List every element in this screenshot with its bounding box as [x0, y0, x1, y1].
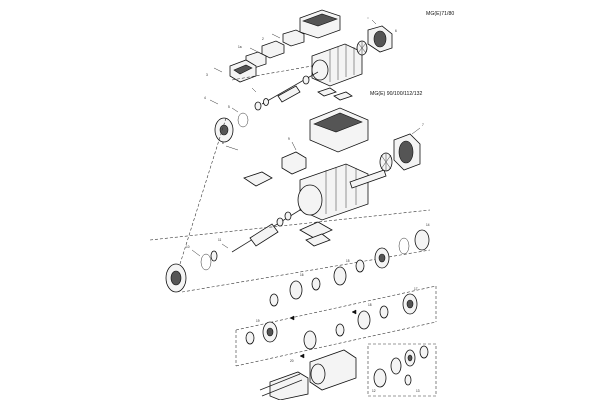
label-pump-c: 16 — [300, 273, 304, 277]
bearing-lower-b — [284, 211, 292, 221]
label-upper-f: 5 — [228, 105, 230, 109]
rotor-upper — [277, 85, 301, 103]
stage-top-1 — [414, 229, 430, 251]
fan-cover-grille-lower — [398, 140, 414, 164]
flange-lower-hub — [170, 270, 182, 286]
fan-cover-grille-upper — [373, 30, 387, 48]
guide-line-pump-bottom — [235, 321, 437, 367]
guide-line-upper — [231, 65, 313, 81]
pump-sleeve-end — [310, 363, 326, 385]
label-upper-g: 6 — [395, 29, 397, 33]
label-detail-b: 13 — [416, 389, 420, 393]
mounting-plate-b — [305, 233, 331, 247]
stage-top-3-hub — [378, 253, 386, 263]
detail-part-4 — [419, 345, 429, 359]
label-pump-f: 19 — [256, 319, 260, 323]
module-lower-a — [281, 151, 307, 175]
bolts — [289, 309, 357, 359]
seal-lower — [210, 250, 218, 262]
tie-rods — [259, 373, 303, 397]
rotor-lower — [249, 223, 279, 247]
detail-part-5 — [404, 374, 412, 386]
cooling-fins-lower — [325, 164, 357, 214]
stage-mid-7 — [245, 331, 255, 345]
stage-mid-4 — [335, 323, 345, 337]
fan-blades-upper — [357, 41, 367, 55]
stage-top-8 — [269, 293, 279, 307]
label-upper-a: ○ — [367, 16, 369, 20]
label-pump-a: 14 — [426, 223, 430, 227]
bracket-upper-a — [317, 87, 337, 97]
bearing-upper-c — [302, 75, 310, 85]
detail-inset-frame — [367, 343, 437, 397]
stage-mid-6-hub — [266, 327, 274, 337]
detail-part-3-hub — [407, 354, 413, 362]
pump-base — [269, 371, 309, 400]
bracket-upper-b — [333, 91, 353, 101]
label-upper-b: 1a — [238, 45, 242, 49]
label-lower-b: 8 — [222, 141, 224, 145]
label-lower-d: 10 — [186, 245, 190, 249]
terminal-box-lid — [302, 13, 338, 27]
module-lower-b — [243, 171, 273, 187]
stage-mid-2 — [379, 305, 389, 319]
module-d-top — [233, 64, 253, 75]
control-module-a — [282, 29, 305, 47]
terminal-box-lower-lid — [313, 112, 363, 133]
bearing-upper-a — [254, 101, 262, 111]
label-pump-e: 18 — [368, 303, 372, 307]
label-upper-d: 3 — [206, 73, 208, 77]
stage-top-2 — [398, 237, 410, 255]
label-pump-d: 17 — [414, 287, 418, 291]
rear-shaft-sleeve — [349, 169, 387, 189]
mounting-plate — [299, 221, 333, 239]
leader-lines-lower — [191, 127, 421, 257]
stator-bore-upper — [311, 59, 329, 81]
pump-labels: 14 15 16 17 18 19 20 — [256, 223, 430, 363]
guide-line-left — [179, 117, 227, 265]
stage-top-6 — [311, 277, 321, 291]
label-lower-a: 7 — [422, 123, 424, 127]
fan-blades-lower — [380, 153, 392, 171]
stage-mid-5 — [303, 330, 317, 350]
guide-line-pump-top — [181, 249, 431, 293]
label-lower-c: 9 — [288, 137, 290, 141]
bearing-upper-b — [263, 98, 269, 106]
label-upper-e: 4 — [204, 96, 206, 100]
guide-line-mid — [149, 209, 431, 241]
o-ring-lower — [200, 253, 212, 271]
label-detail-a: 12 — [372, 389, 376, 393]
stator-bore-lower — [297, 184, 323, 216]
stage-top-4 — [355, 259, 365, 273]
upper-motor-title: MG(E)71/80 — [426, 11, 454, 17]
o-ring-upper — [237, 112, 249, 128]
label-pump-g: 20 — [290, 359, 294, 363]
pump-stack — [245, 229, 430, 400]
lower-motor-title: MG(E) 90/100/112/132 — [370, 91, 423, 97]
bearing-lower-a — [276, 217, 284, 227]
stage-top-5 — [333, 266, 347, 286]
stage-mid-3 — [357, 310, 371, 330]
detail-inset: 12 13 — [367, 343, 437, 397]
leader-lines-upper — [209, 19, 377, 113]
cooling-fins-upper — [329, 45, 355, 82]
label-upper-c: 2 — [262, 37, 264, 41]
label-lower-e: 11 — [218, 238, 222, 242]
label-pump-b: 15 — [346, 259, 350, 263]
lower-motor-assembly: 7 8 9 10 11 — [165, 107, 424, 293]
guide-line-pump-mid — [235, 285, 437, 331]
shaft-upper — [261, 71, 319, 105]
detail-part-1 — [373, 368, 387, 388]
stage-mid-1-hub — [406, 299, 414, 309]
stage-top-7 — [289, 280, 303, 300]
detail-part-2 — [390, 357, 402, 375]
upper-motor-assembly: ○ 1a 2 3 4 5 6 — [204, 9, 397, 143]
